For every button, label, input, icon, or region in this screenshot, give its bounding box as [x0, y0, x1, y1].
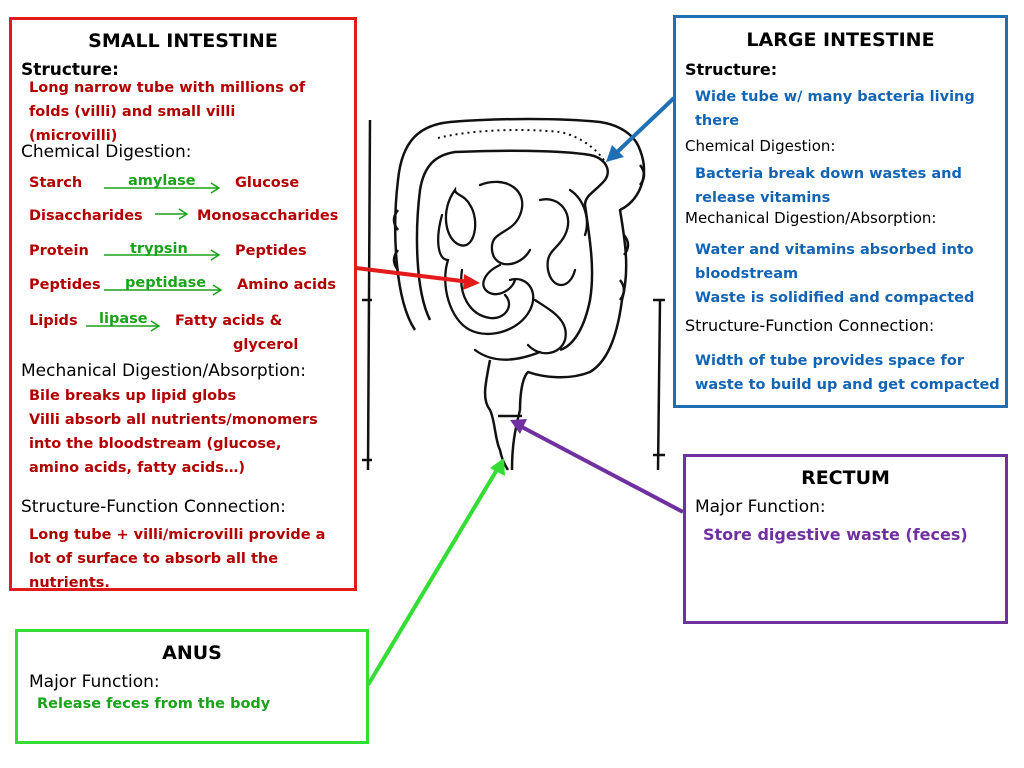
large-chem-line-1: Bacteria break down wastes and [695, 166, 962, 182]
large-mech-line-3: Waste is solidified and compacted [695, 290, 975, 306]
body-outline [362, 119, 665, 471]
reaction-enzyme: trypsin [130, 241, 188, 257]
large-intestine-arrow [612, 96, 676, 157]
rectum-function-text: Store digestive waste (feces) [703, 525, 968, 544]
small-sfc-line-3: nutrients. [29, 575, 110, 591]
large-sfc-line-1: Width of tube provides space for [695, 353, 964, 369]
small-sfc-line-1: Long tube + villi/microvilli provide a [29, 527, 326, 543]
reaction-from: Protein [29, 243, 89, 259]
large-structure-label: Structure: [685, 60, 778, 79]
small-mech-line-3: into the bloodstream (glucose, [29, 436, 282, 452]
anus-box: ANUS Major Function: Release feces from … [15, 629, 369, 744]
anus-title: ANUS [162, 642, 222, 664]
reaction-from: Lipids [29, 313, 78, 329]
small-intestine-coils [437, 180, 589, 361]
large-intestine-box: LARGE INTESTINE Structure: Wide tube w/ … [673, 15, 1008, 408]
small-structure-label: Structure: [21, 60, 119, 80]
anus-function-text: Release feces from the body [37, 696, 271, 712]
small-sfc-label: Structure-Function Connection: [21, 497, 286, 517]
reaction-to: Glucose [235, 175, 300, 191]
small-mech-label: Mechanical Digestion/Absorption: [21, 361, 307, 381]
reaction-from: Peptides [29, 277, 101, 293]
rectum-arrowhead [510, 419, 527, 434]
rectum-title: RECTUM [801, 467, 890, 489]
large-chem-line-2: release vitamins [695, 190, 831, 206]
large-mech-label: Mechanical Digestion/Absorption: [685, 209, 937, 227]
small-intestine-box: SMALL INTESTINE Structure: Long narrow t… [9, 17, 357, 591]
rectum-function-label: Major Function: [695, 497, 826, 517]
reaction-enzyme: amylase [128, 173, 196, 189]
small-sfc-line-2: lot of surface to absorb all the [29, 551, 279, 567]
large-intestine-title: LARGE INTESTINE [746, 29, 935, 51]
anus-arrow [366, 466, 500, 687]
small-mech-line-2: Villi absorb all nutrients/monomers [29, 412, 318, 428]
reaction-to: Amino acids [237, 277, 336, 293]
small-mech-line-4: amino acids, fatty acids…) [29, 460, 246, 476]
small-structure-line-3: (microvilli) [29, 128, 118, 144]
reaction-to-line-2: glycerol [233, 337, 299, 353]
colon [392, 117, 646, 471]
large-mech-line-2: bloodstream [695, 266, 799, 282]
large-mech-line-1: Water and vitamins absorbed into [695, 242, 974, 258]
large-sfc-line-2: waste to build up and get compacted [695, 377, 1000, 393]
small-intestine-arrow [355, 266, 471, 284]
reaction-to: Fatty acids & [175, 313, 283, 329]
large-structure-line-2: there [695, 113, 740, 129]
arrows [355, 96, 684, 687]
reaction-from: Disaccharides [29, 208, 143, 224]
anus-arrowhead [490, 458, 505, 476]
anus-function-label: Major Function: [29, 672, 160, 692]
rectum-box: RECTUM Major Function: Store digestive w… [683, 454, 1008, 624]
reaction-to: Monosaccharides [197, 208, 339, 224]
small-chem-label: Chemical Digestion: [21, 142, 192, 162]
small-mech-line-1: Bile breaks up lipid globs [29, 388, 237, 404]
reaction-enzyme: peptidase [125, 275, 207, 291]
reaction-from: Starch [29, 175, 83, 191]
large-chem-label: Chemical Digestion: [685, 137, 836, 155]
large-intestine-arrowhead [606, 145, 624, 162]
large-sfc-label: Structure-Function Connection: [685, 316, 935, 335]
rectum-arrow [519, 424, 684, 514]
small-structure-line-2: folds (villi) and small villi [29, 104, 236, 120]
reaction-enzyme: lipase [99, 311, 148, 327]
small-intestine-arrowhead [463, 274, 480, 290]
large-structure-line-1: Wide tube w/ many bacteria living [695, 89, 975, 105]
small-intestine-title: SMALL INTESTINE [88, 30, 278, 52]
small-structure-line-1: Long narrow tube with millions of [29, 80, 306, 96]
reaction-to: Peptides [235, 243, 307, 259]
